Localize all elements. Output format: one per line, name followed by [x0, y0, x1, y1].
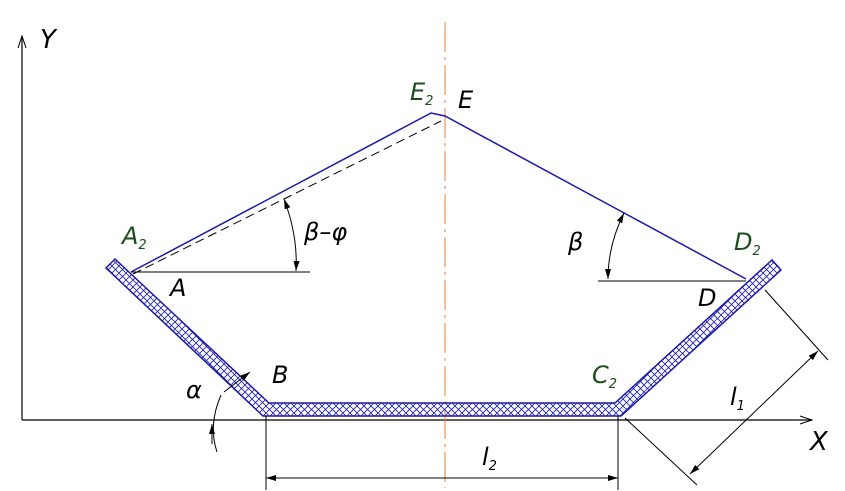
- label-beta: β: [567, 228, 583, 256]
- label-l2: l2: [482, 443, 497, 474]
- dashed-line-a-e: [132, 120, 442, 275]
- hatched-profile: [104, 257, 783, 417]
- label-b: B: [272, 361, 288, 389]
- angle-arc-beta: [605, 212, 625, 280]
- y-axis-label: Y: [40, 25, 58, 55]
- label-d: D: [698, 284, 716, 312]
- l1-extension-top: [764, 289, 829, 361]
- label-l1: l1: [730, 383, 745, 414]
- l1-dimension-line: [689, 350, 819, 475]
- x-axis-label: X: [808, 427, 829, 457]
- angle-arc-beta-phi: [283, 198, 300, 272]
- label-a2: A2: [120, 222, 147, 253]
- y-axis-arrow-icon: [17, 34, 27, 49]
- angle-arc-alpha: [212, 394, 222, 453]
- label-d2: D2: [734, 228, 761, 259]
- label-alpha: α: [186, 376, 202, 404]
- alpha-arrow-top-icon: [223, 371, 251, 393]
- label-c2: C2: [592, 361, 617, 392]
- label-a: A: [168, 274, 186, 302]
- l1-extension-bottom: [624, 417, 698, 486]
- label-beta-minus-phi: β–φ: [303, 218, 347, 246]
- roof-outline: [130, 112, 747, 280]
- label-e: E: [458, 86, 474, 114]
- label-e2: E2: [410, 78, 433, 109]
